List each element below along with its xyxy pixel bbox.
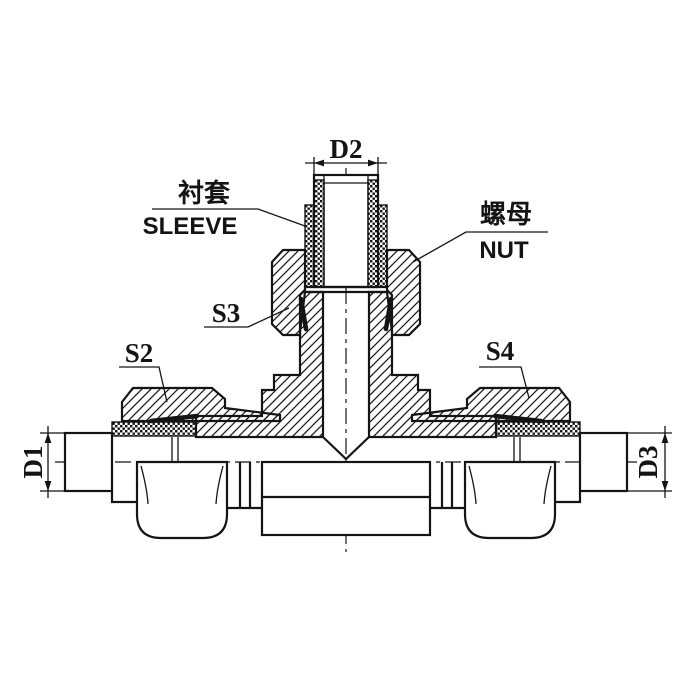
- right-step-bottom: [555, 491, 582, 504]
- dimension-d1: D1: [18, 426, 66, 498]
- callout-nut: 螺母 NUT: [412, 200, 548, 264]
- ferrule-left: [148, 413, 200, 424]
- left-stub: [63, 431, 114, 493]
- s3-label: S3: [212, 298, 241, 328]
- sleeve-leader-line: [152, 208, 306, 227]
- dimension-d2: D2: [305, 134, 387, 174]
- s4-leader-line: [479, 366, 530, 399]
- d1-extension-lines: [40, 432, 66, 492]
- left-port: [63, 386, 282, 540]
- d3-arrow-bottom: [661, 481, 669, 491]
- sleeve-label-cn: 衬套: [178, 179, 231, 209]
- d3-extension-lines: [626, 432, 672, 492]
- right-nut-chamfer-arcs: [468, 465, 552, 505]
- sleeve-label-en: SLEEVE: [143, 213, 238, 240]
- sleeve-right: [377, 204, 388, 288]
- left-nut-chamfer-arcs: [140, 465, 224, 505]
- d1-label: D1: [18, 446, 48, 479]
- nut-leader-line: [412, 231, 548, 263]
- tube-bore-lines: [323, 175, 369, 287]
- left-male-thread: [111, 421, 197, 437]
- body-left-half: [194, 290, 325, 439]
- left-nut-outside: [135, 460, 229, 540]
- left-tube-behind-nut: [227, 462, 262, 510]
- top-nut-right-block: [385, 248, 422, 337]
- callout-s2: S2: [119, 338, 168, 403]
- right-tube-behind-nut: [430, 462, 465, 510]
- sleeve-seat-lines: [305, 285, 387, 294]
- left-thread-end-lines: [171, 437, 179, 461]
- sleeve-left: [304, 204, 315, 288]
- top-nut-section: [270, 248, 422, 337]
- s4-label: S4: [486, 336, 515, 366]
- right-port: [410, 386, 629, 540]
- left-nut-section: [120, 386, 282, 423]
- callout-sleeve: 衬套 SLEEVE: [143, 179, 306, 240]
- d2-arrow-right: [368, 159, 378, 167]
- right-stub: [578, 431, 629, 493]
- bottom-hex-body: [260, 460, 432, 537]
- hex-body-outline: [260, 460, 432, 537]
- top-nut-left-block: [270, 248, 307, 337]
- d3-label: D3: [633, 446, 663, 479]
- s3-leader-line: [204, 307, 290, 328]
- ferrule-right: [492, 413, 544, 424]
- right-thread-end-lines: [513, 437, 521, 461]
- bore-cone: [322, 436, 370, 461]
- callout-s4: S4: [479, 336, 530, 399]
- d3-arrow-top: [661, 433, 669, 443]
- nut-label-cn: 螺母: [480, 200, 532, 230]
- ferrule-top-left: [298, 296, 309, 332]
- d1-arrow-bottom: [44, 481, 52, 491]
- d2-extension-lines: [313, 157, 379, 174]
- right-male-thread: [495, 421, 581, 437]
- tube-thread-left: [313, 179, 325, 288]
- body-right-half: [367, 290, 498, 439]
- d2-arrow-left: [314, 159, 324, 167]
- s2-leader-line: [119, 366, 168, 403]
- top-branch: [304, 173, 388, 294]
- d1-arrow-top: [44, 433, 52, 443]
- right-nut-outside: [463, 460, 557, 540]
- tube-thread-right: [367, 179, 379, 288]
- left-step-bottom: [110, 491, 137, 504]
- d2-label: D2: [330, 134, 363, 164]
- right-nut-section: [410, 386, 572, 423]
- s2-label: S2: [125, 338, 154, 368]
- body-section: [194, 290, 498, 461]
- dimension-d3: D3: [626, 426, 672, 498]
- callout-s3: S3: [204, 298, 290, 328]
- ferrule-top-right: [383, 296, 394, 332]
- nut-label-en: NUT: [479, 237, 529, 264]
